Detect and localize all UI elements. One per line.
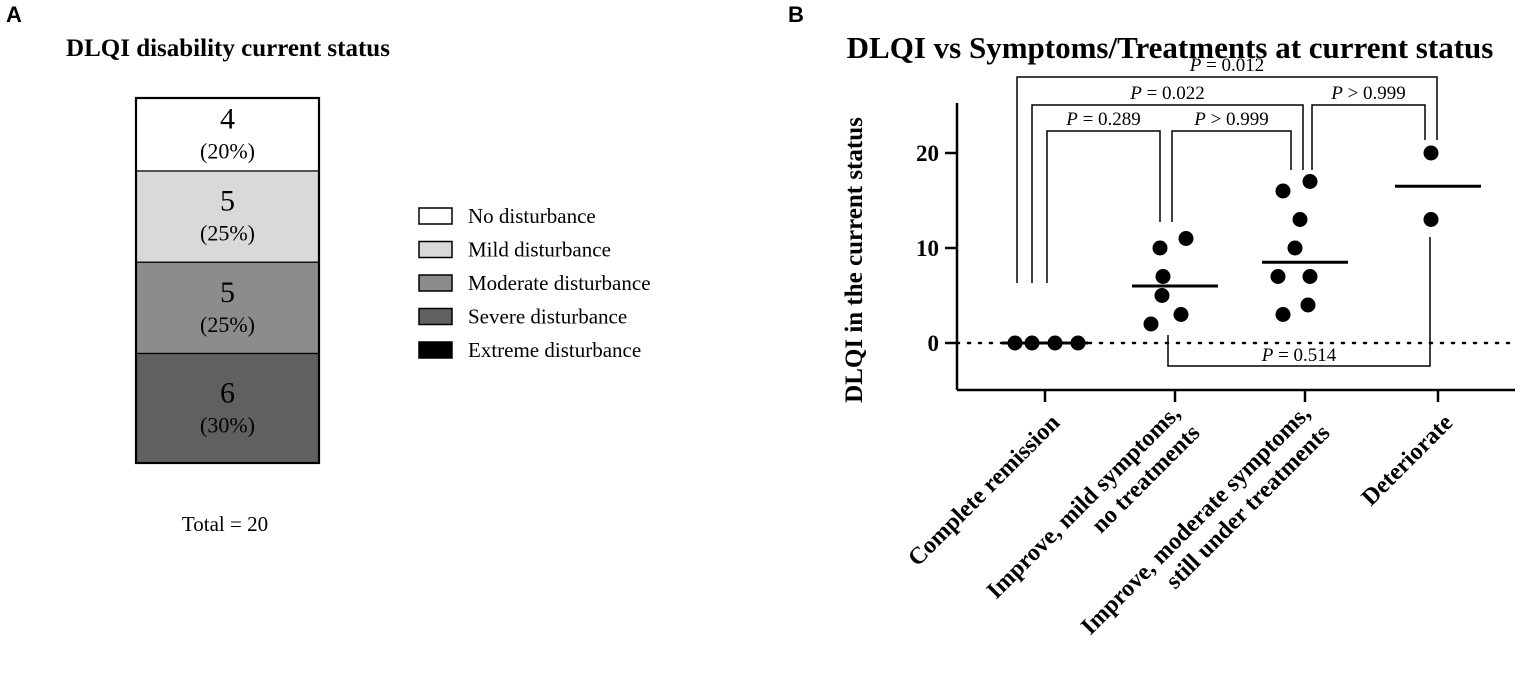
y-tick-label: 20 <box>916 141 939 166</box>
comparison-bracket <box>1171 130 1292 222</box>
data-point <box>1173 307 1189 322</box>
legend-swatch <box>418 274 453 292</box>
p-value-label: P = 0.289 <box>1065 109 1141 130</box>
comparison-bracket <box>1031 104 1304 283</box>
comparison-bracket <box>1016 76 1438 283</box>
segment-count-label: 5 <box>220 276 235 309</box>
total-label: Total = 20 <box>182 512 268 536</box>
data-point <box>1270 269 1286 284</box>
segment-count-label: 4 <box>220 103 235 136</box>
legend-label: Extreme disturbance <box>468 338 641 362</box>
legend-label: Moderate disturbance <box>468 271 651 295</box>
legend-swatch <box>418 207 453 225</box>
data-point <box>1300 297 1316 313</box>
segment-percent-label: (30%) <box>200 412 255 437</box>
data-point <box>1178 231 1194 246</box>
data-point <box>1155 269 1171 284</box>
chart-b-title: DLQI vs Symptoms/Treatments at current s… <box>847 30 1494 65</box>
data-point <box>1423 145 1439 161</box>
bar-segment <box>135 261 320 355</box>
legend-swatch <box>418 341 453 359</box>
legend-label: Severe disturbance <box>468 305 627 329</box>
p-value-label: P = 0.012 <box>1189 55 1265 76</box>
legend-label: No disturbance <box>468 204 596 228</box>
data-point <box>1287 240 1303 256</box>
segment-percent-label: (20%) <box>200 139 255 164</box>
comparison-bracket <box>1167 237 1431 367</box>
data-point <box>1154 288 1170 303</box>
bar-outline <box>134 96 321 465</box>
data-point <box>1143 316 1159 332</box>
segment-percent-label: (25%) <box>200 221 255 246</box>
data-point <box>1275 183 1291 199</box>
data-point <box>1302 269 1318 284</box>
data-point <box>1423 212 1439 227</box>
p-value-label: P = 0.514 <box>1261 345 1337 366</box>
y-tick-label: 10 <box>916 236 939 261</box>
bar-segment <box>135 352 320 464</box>
chart-a-title: DLQI disability current status <box>66 35 390 62</box>
y-axis-label: DLQI in the current status <box>841 117 868 403</box>
stacked-bar-chart: DLQI disability current status 4 (20%) 5 (2… <box>66 35 651 536</box>
bar-segment <box>135 170 320 263</box>
segment-percent-label: (25%) <box>200 312 255 337</box>
panel-b-letter: B <box>788 2 804 27</box>
legend-swatch <box>418 307 453 326</box>
p-value-label: P > 0.999 <box>1193 109 1269 130</box>
p-value-label: P > 0.999 <box>1330 83 1406 104</box>
panel-a-letter: A <box>6 2 22 27</box>
legend-swatch <box>418 240 453 259</box>
segment-count-label: 6 <box>220 376 235 409</box>
data-point <box>1152 240 1168 256</box>
x-category-label: Improve, mild symptoms,no treatments <box>982 400 1205 623</box>
segment-count-label: 5 <box>220 185 235 218</box>
comparison-bracket <box>1046 130 1161 283</box>
legend-label: Mild disturbance <box>468 238 611 262</box>
y-tick-label: 0 <box>928 331 940 356</box>
comparison-bracket <box>1311 104 1426 170</box>
x-category-label: Deteriorate <box>1357 410 1459 512</box>
data-point <box>1292 212 1308 227</box>
x-category-label: Improve, moderate symptoms,still under t… <box>1076 400 1335 659</box>
p-value-label: P = 0.022 <box>1129 83 1205 104</box>
data-point <box>1302 174 1318 189</box>
data-point <box>1275 307 1291 322</box>
